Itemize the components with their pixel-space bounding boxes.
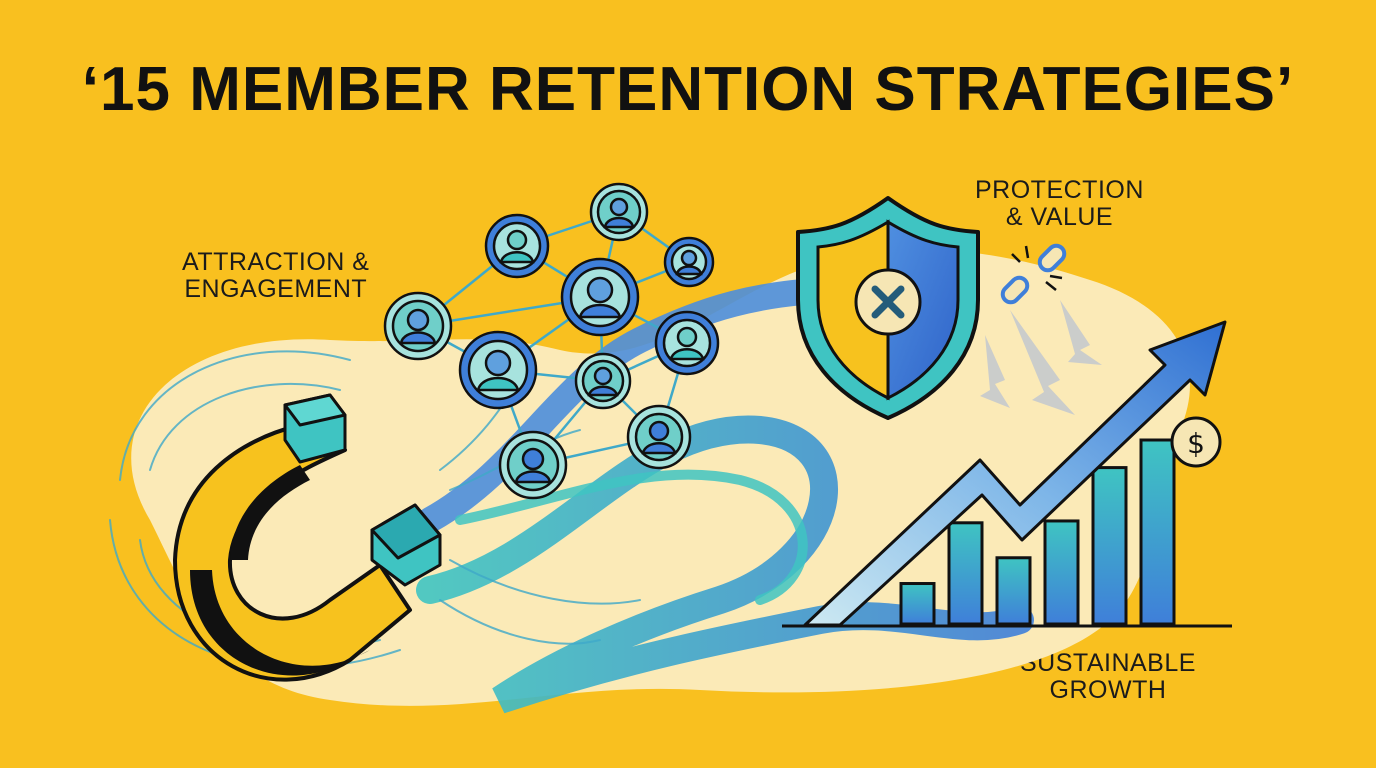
sustainable-growth-label: SUSTAINABLE GROWTH [1020,650,1196,704]
growth-bar [1091,466,1128,626]
person-avatar [663,236,715,288]
protection-value-label: PROTECTION & VALUE [975,177,1144,231]
person-avatar [484,213,550,279]
falling-arrows [980,300,1102,415]
protection-line-1: PROTECTION [975,176,1144,204]
person-avatar [626,404,692,470]
svg-text:$: $ [1187,427,1205,460]
person-avatar [498,430,568,500]
growth-bar [1043,519,1080,626]
growth-bar [995,556,1032,626]
person-avatar [458,330,538,410]
protection-line-2: & VALUE [1005,203,1114,231]
person-avatar [574,352,632,410]
attraction-engagement-label: ATTRACTION & ENGAGEMENT [182,249,369,303]
magnet-icon [173,393,442,682]
flow-ribbon-thin [455,469,808,605]
attraction-line-1: ATTRACTION & [182,248,370,276]
person-avatar [654,310,720,376]
attraction-line-2: ENGAGEMENT [184,275,368,303]
dollar-coin-icon: $ [1170,416,1222,468]
person-avatar [560,257,640,337]
page-title: ‘15 MEMBER RETENTION STRATEGIES’ [81,55,1295,124]
people-network [383,182,720,500]
broken-chain-icon [1000,243,1067,305]
growth-line-2: GROWTH [1049,676,1167,704]
growth-bar [947,521,984,626]
person-avatar [589,182,649,242]
growth-bar [1139,438,1176,626]
shield-icon [796,196,980,420]
person-avatar [383,291,453,361]
bar-chart [899,438,1176,626]
flow-ribbon-upper [417,277,863,533]
growth-arrow-icon [803,320,1227,627]
growth-bar [899,582,936,626]
